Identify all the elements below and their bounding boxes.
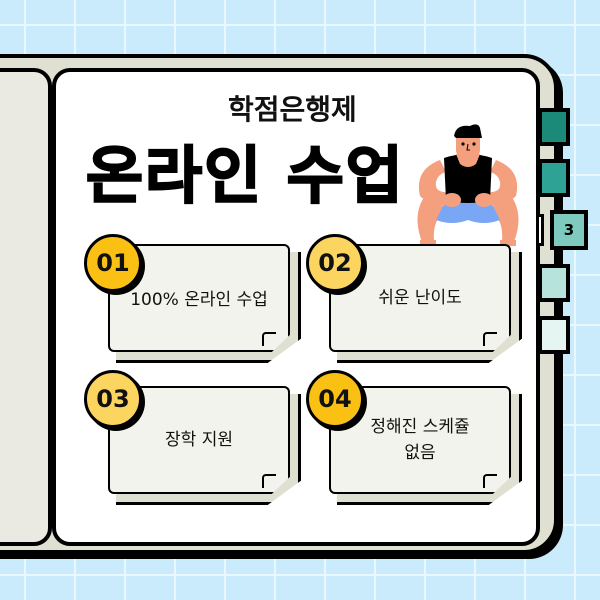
feature-card-3: 장학 지원 [108, 386, 301, 505]
subtitle: 학점은행제 [228, 93, 357, 126]
tab-3-connector [536, 214, 544, 246]
tab-3[interactable]: 3 [550, 210, 588, 250]
number-badge-4: 04 [306, 370, 364, 428]
tab-5[interactable] [538, 316, 570, 354]
number-badge-1: 01 [84, 234, 142, 292]
tab-4[interactable] [538, 264, 570, 302]
page-fold-icon [483, 332, 497, 346]
left-page [0, 68, 52, 546]
feature-card-1: 100% 온라인 수업 [108, 244, 301, 363]
squatting-muscle-man-icon [408, 120, 528, 250]
feature-text: 장학 지원 [108, 386, 290, 494]
page-title: 온라인 수업 [85, 138, 405, 213]
feature-card-4: 정해진 스케쥴 없음 [329, 386, 522, 505]
tab-1[interactable] [538, 108, 570, 146]
number-badge-3: 03 [84, 370, 142, 428]
page-fold-icon [483, 474, 497, 488]
page-fold-icon [262, 332, 276, 346]
tab-2[interactable] [538, 159, 570, 197]
page-fold-icon [262, 474, 276, 488]
number-badge-2: 02 [306, 234, 364, 292]
